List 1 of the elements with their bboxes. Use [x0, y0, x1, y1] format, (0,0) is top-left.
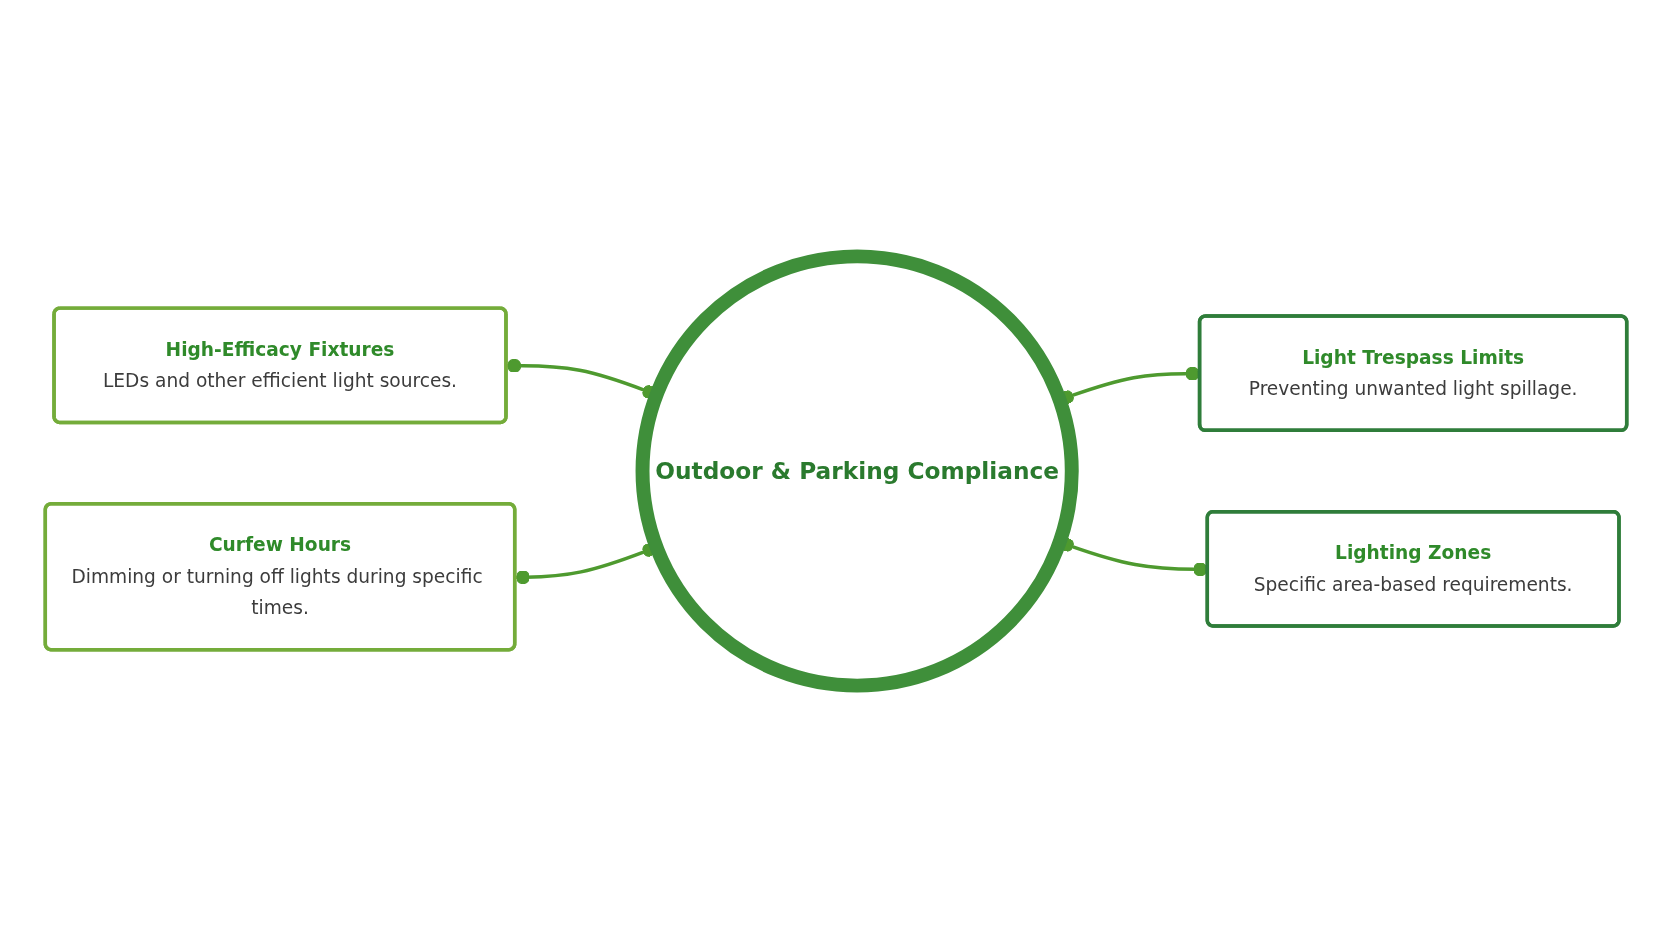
node-circle: Outdoor & Parking Compliance — [635, 248, 1079, 693]
